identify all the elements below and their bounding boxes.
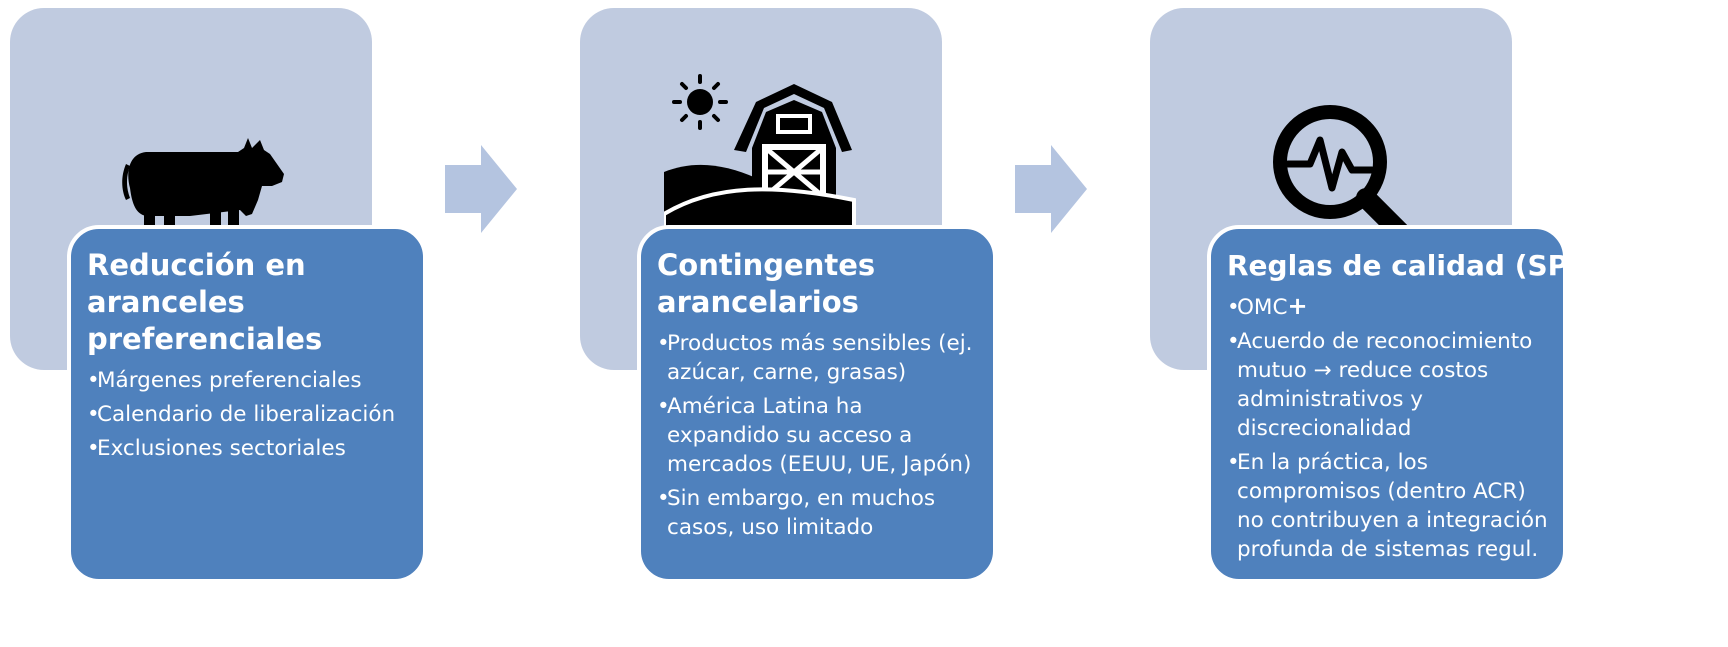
- step-3-title: Reglas de calidad (SPS): [1227, 249, 1602, 282]
- list-item: •América Latina ha expandido su acceso a…: [657, 394, 972, 477]
- farm-barn-icon: [664, 74, 856, 238]
- step-2-bullets: •Productos más sensibles (ej. azúcar, ca…: [657, 329, 979, 542]
- step-3-bullets: •OMC+ •Acuerdo de reconocimiento mutuo →…: [1227, 292, 1549, 564]
- list-item: •OMC+: [1227, 292, 1308, 320]
- step-2-title: Contingentes arancelarios: [657, 248, 876, 319]
- list-item: •Acuerdo de reconocimiento mutuo → reduc…: [1227, 329, 1533, 441]
- list-item: •Productos más sensibles (ej. azúcar, ca…: [657, 331, 973, 385]
- list-item: •Márgenes preferenciales: [87, 368, 362, 393]
- arrow-right-icon: [1015, 145, 1087, 233]
- step-2-card: Contingentes arancelarios •Productos más…: [637, 225, 997, 583]
- list-item: •Sin embargo, en muchos casos, uso limit…: [657, 486, 936, 540]
- list-item: •Calendario de liberalización: [87, 402, 396, 427]
- list-item: •En la práctica, los compromisos (dentro…: [1227, 450, 1548, 562]
- step-1-title: Reducción en aranceles preferenciales: [87, 248, 323, 356]
- arrow-right-icon: [445, 145, 517, 233]
- step-1-card: Reducción en aranceles preferenciales •M…: [67, 225, 427, 583]
- step-3-card: Reglas de calidad (SPS) •OMC+ •Acuerdo d…: [1207, 225, 1602, 583]
- step-1-bullets: •Márgenes preferenciales •Calendario de …: [87, 366, 409, 463]
- list-item: •Exclusiones sectoriales: [87, 436, 346, 461]
